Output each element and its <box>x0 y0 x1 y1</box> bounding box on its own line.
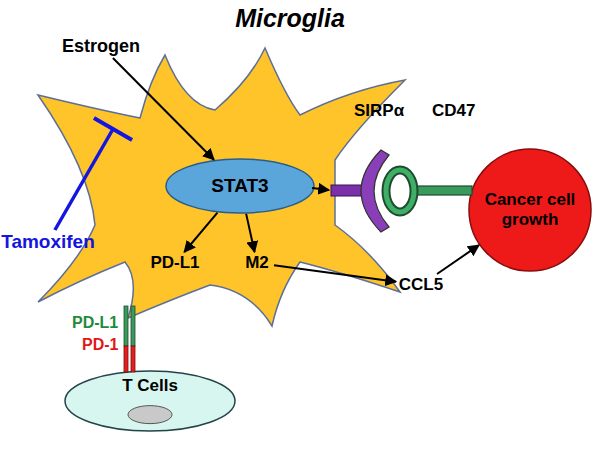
text-node: Tamoxifen <box>0 230 96 254</box>
inhibition-connector <box>55 118 132 230</box>
inhibition-bar <box>94 118 132 140</box>
node-text: Microglia <box>225 3 355 33</box>
connector-line <box>113 58 214 160</box>
pdl1-receptor <box>131 306 135 346</box>
node-text: T Cells <box>64 370 236 432</box>
text-node: Estrogen <box>56 34 146 58</box>
ellipse-node: STAT3 <box>165 158 315 214</box>
ellipse-node: T Cells <box>64 370 236 432</box>
connector-line <box>437 245 479 274</box>
arrow-connector <box>274 265 396 281</box>
node-text: CCL5 <box>396 274 446 296</box>
signal-arrow <box>312 188 329 190</box>
cd47-ring <box>386 170 414 212</box>
pd1-receptor <box>124 346 128 372</box>
part-label: SIRPα <box>354 102 404 121</box>
node-text: M2 <box>240 252 274 274</box>
node-text: Tamoxifen <box>0 230 96 254</box>
text-node: PD-L1 <box>146 252 204 274</box>
connector-line <box>184 213 217 252</box>
cd47-stalk <box>412 186 472 195</box>
arrow-connector <box>437 245 479 274</box>
arrow-connector <box>113 58 214 160</box>
node-text: Estrogen <box>56 34 146 58</box>
node-text: Cancer cell growth <box>482 148 578 272</box>
ellipse-outline <box>166 159 314 213</box>
pd1-receptor <box>131 346 135 372</box>
arrow-connector <box>184 213 217 252</box>
connector-line <box>55 129 113 230</box>
ellipse-outline <box>469 149 591 271</box>
connector-line <box>274 265 396 281</box>
node-text: STAT3 <box>165 158 315 214</box>
text-node: M2 <box>240 252 274 274</box>
connector-line <box>246 214 254 252</box>
ellipse-outline <box>65 371 235 431</box>
node-text: PD-L1 <box>146 252 204 274</box>
nucleus <box>128 406 172 424</box>
pdl1-receptor <box>124 306 128 346</box>
cell-body <box>38 48 405 326</box>
ellipse-node: Cancer cell growth <box>468 148 592 272</box>
part-label: PD-1 <box>82 336 118 354</box>
text-node: CCL5 <box>396 274 446 296</box>
part-label: CD47 <box>432 102 475 121</box>
cd47-ring-outline <box>386 170 414 212</box>
arrow-connector <box>246 214 254 252</box>
part-label: PD-L1 <box>72 314 118 332</box>
